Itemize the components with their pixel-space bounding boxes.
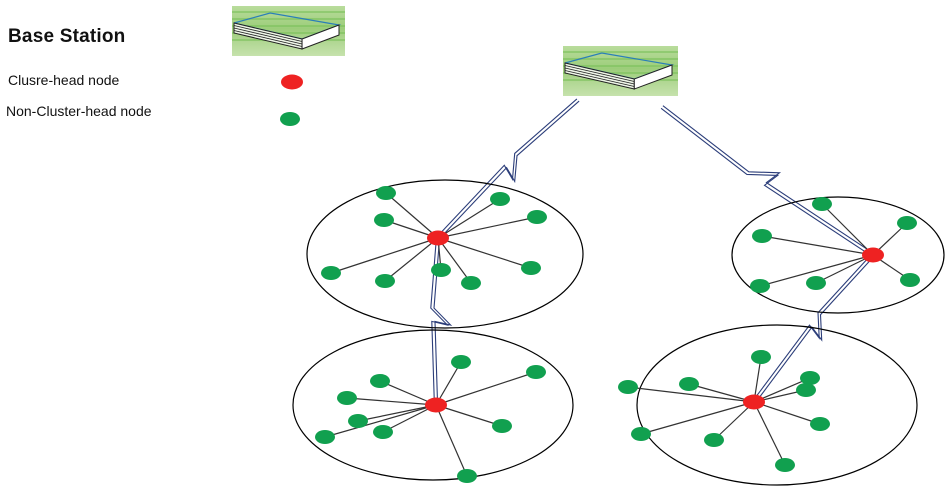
cluster-top-left-edge bbox=[437, 216, 538, 239]
cluster-bottom-left-member-node bbox=[370, 374, 390, 388]
cluster-bottom-left-edge bbox=[382, 404, 437, 433]
cluster-top-left-member-node bbox=[490, 192, 510, 206]
cluster-bottom-right-member-node bbox=[618, 380, 638, 394]
cluster-bottom-left-edge bbox=[435, 404, 468, 477]
cluster-top-left-member-node bbox=[376, 186, 396, 200]
cluster-bottom-left-member-node bbox=[315, 430, 335, 444]
cluster-bottom-left-edge bbox=[435, 404, 503, 427]
cluster-bottom-right-edge bbox=[688, 383, 755, 403]
cluster-bottom-right-member-node bbox=[631, 427, 651, 441]
cluster-top-left-member-node bbox=[431, 263, 451, 277]
cluster-bottom-right-edge bbox=[713, 401, 755, 441]
cluster-top-right-member-node bbox=[806, 276, 826, 290]
cluster-bottom-right-member-node bbox=[679, 377, 699, 391]
cluster-bottom-left-edge bbox=[435, 361, 462, 406]
cluster-top-right-edge bbox=[759, 254, 874, 287]
base-station-icon-legend-side-face bbox=[301, 24, 340, 50]
cluster-bottom-left-edge bbox=[379, 380, 437, 406]
cluster-bottom-right-member-node bbox=[775, 458, 795, 472]
base-station-icon bbox=[563, 46, 678, 96]
cluster-bottom-left-head-node bbox=[425, 397, 447, 413]
cluster-bottom-left-edge bbox=[357, 404, 437, 422]
wireless-link-bs-to-cluster-top-right bbox=[660, 107, 873, 257]
cluster-top-left-member-node bbox=[375, 274, 395, 288]
cluster-top-right-member-node bbox=[752, 229, 772, 243]
cluster-top-right-edge bbox=[815, 254, 874, 284]
cluster-bottom-right-edge bbox=[753, 401, 821, 425]
cluster-top-right-member-node bbox=[812, 197, 832, 211]
cluster-top-left-member-node bbox=[521, 261, 541, 275]
cluster-bottom-left-member-node bbox=[492, 419, 512, 433]
wireless-link-top-right-to-bottom-right bbox=[752, 253, 873, 402]
wireless-link-top-left-to-bottom-left bbox=[430, 237, 450, 406]
cluster-bottom-left-edge bbox=[435, 371, 537, 406]
wireless-link-top-left-to-bottom-left bbox=[433, 237, 453, 406]
cluster-top-left-boundary bbox=[306, 179, 584, 329]
cluster-bottom-right-edge bbox=[753, 377, 811, 403]
cluster-bottom-right-member-node bbox=[751, 350, 771, 364]
cluster-top-left-edge bbox=[437, 198, 501, 239]
cluster-bottom-left-member-node bbox=[457, 469, 477, 483]
cluster-bottom-right-member-node bbox=[800, 371, 820, 385]
legend-base-station-label: Base Station bbox=[8, 26, 126, 47]
base-station-icon-front-line bbox=[564, 70, 635, 87]
cluster-top-right-edge bbox=[821, 203, 874, 256]
cluster-bottom-left-member-node bbox=[451, 355, 471, 369]
legend-non-cluster-head-label: Non-Cluster-head node bbox=[6, 103, 152, 119]
cluster-bottom-left-member-node bbox=[373, 425, 393, 439]
cluster-bottom-right-member-node bbox=[704, 433, 724, 447]
cluster-bottom-right-edge bbox=[627, 386, 755, 403]
cluster-top-left-edge bbox=[330, 237, 439, 274]
cluster-bottom-right-edge bbox=[753, 356, 762, 403]
cluster-bottom-right-edge bbox=[640, 401, 755, 435]
cluster-top-left-member-node bbox=[527, 210, 547, 224]
cluster-top-right-member-node bbox=[750, 279, 770, 293]
legend-cluster-head-label: Clusre-head node bbox=[8, 72, 120, 88]
cluster-bottom-left-edge bbox=[324, 404, 437, 438]
base-station-icon-front-line bbox=[564, 65, 635, 82]
cluster-top-right-boundary bbox=[731, 196, 945, 314]
wireless-link-bs-to-cluster-top-right bbox=[662, 105, 875, 255]
wireless-link-bs-to-cluster-top-left bbox=[438, 100, 580, 240]
cluster-bottom-right-member-node bbox=[796, 383, 816, 397]
base-station-icon-legend-front-line bbox=[233, 25, 303, 42]
legend-cluster-head-dot-icon bbox=[281, 74, 303, 90]
cluster-bottom-right-boundary bbox=[636, 324, 918, 486]
cluster-top-left-head-node bbox=[427, 230, 449, 246]
cluster-top-left-member-node bbox=[374, 213, 394, 227]
cluster-top-left-edge bbox=[385, 192, 439, 239]
cluster-top-left-edge bbox=[437, 237, 532, 269]
wireless-link-bs-to-cluster-top-left bbox=[436, 98, 578, 238]
cluster-top-left-edge bbox=[437, 237, 472, 284]
cluster-top-right-member-node bbox=[900, 273, 920, 287]
cluster-bottom-right-edge bbox=[753, 401, 786, 466]
cluster-bottom-left-member-node bbox=[337, 391, 357, 405]
cluster-top-right-head-node bbox=[862, 247, 884, 263]
cluster-bottom-left-edge bbox=[346, 397, 437, 406]
cluster-bottom-right-head-node bbox=[743, 394, 765, 410]
cluster-top-left-member-node bbox=[321, 266, 341, 280]
legend-member-node-dot-icon bbox=[280, 112, 300, 126]
cluster-bottom-left-member-node bbox=[526, 365, 546, 379]
cluster-top-left-member-node bbox=[461, 276, 481, 290]
cluster-top-left-edge bbox=[384, 237, 439, 282]
base-station-icon-legend bbox=[232, 6, 345, 56]
cluster-top-right-edge bbox=[761, 235, 874, 256]
cluster-top-right-member-node bbox=[897, 216, 917, 230]
base-station-icon-legend-front-line bbox=[233, 27, 303, 45]
base-station-icon-side-face bbox=[633, 64, 673, 90]
base-station-icon-legend-front-line bbox=[233, 30, 303, 47]
base-station-icon-front-line bbox=[564, 67, 635, 85]
cluster-bottom-left-boundary bbox=[292, 329, 574, 481]
cluster-bottom-right-member-node bbox=[810, 417, 830, 431]
cluster-bottom-left-member-node bbox=[348, 414, 368, 428]
wireless-link-top-right-to-bottom-right bbox=[754, 255, 875, 404]
